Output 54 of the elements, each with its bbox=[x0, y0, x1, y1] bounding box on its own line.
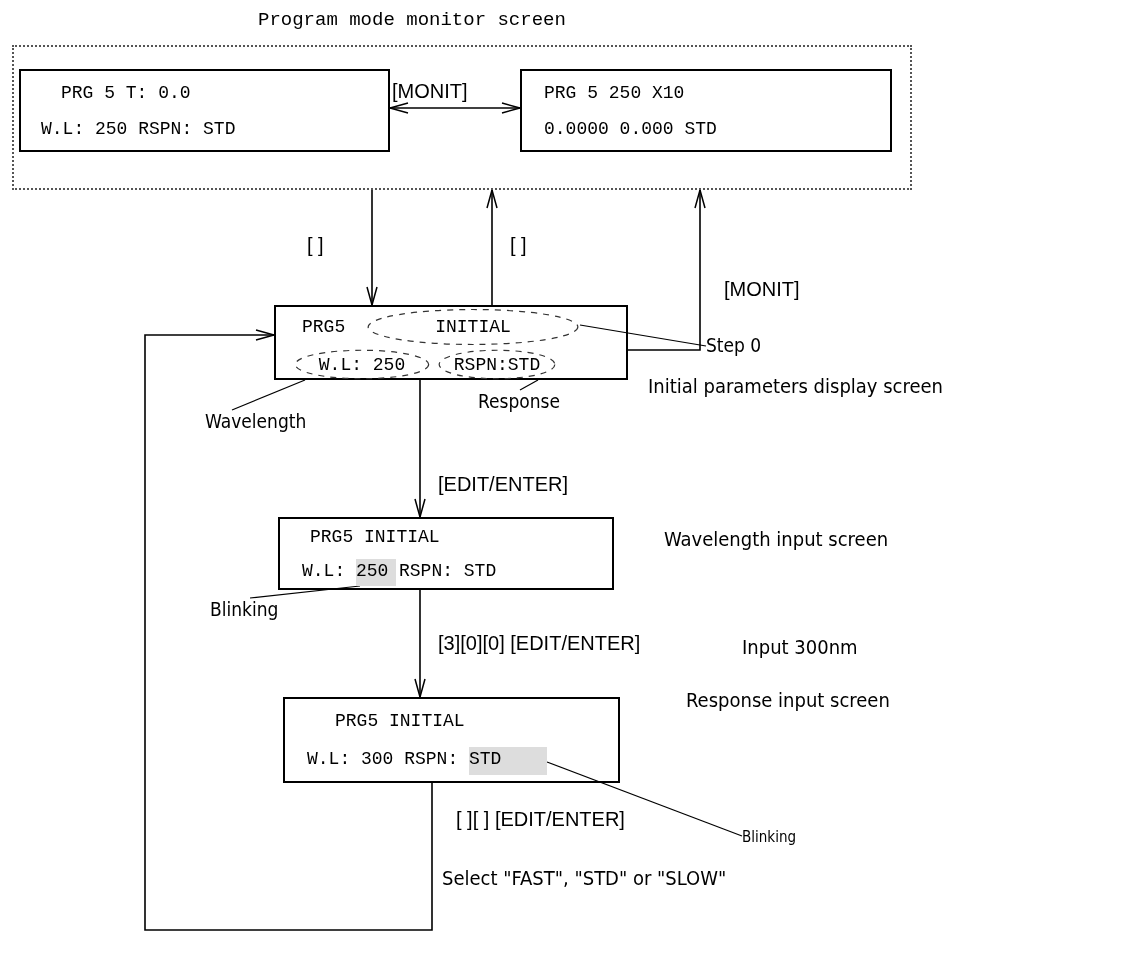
edge-label: [MONIT] bbox=[390, 80, 470, 102]
edge-label: [ ][ ] [EDIT/ENTER] bbox=[454, 808, 627, 830]
screen-text: W.L: 300 RSPN: bbox=[307, 749, 459, 769]
screen-text: STD bbox=[469, 749, 502, 769]
screen-text: RSPN: STD bbox=[399, 561, 497, 581]
callout-text: Wavelength bbox=[205, 410, 307, 432]
screen-text: PRG5 bbox=[302, 317, 346, 337]
screen-text: W.L: bbox=[302, 561, 346, 581]
display-screen bbox=[520, 69, 892, 152]
screen-text: PRG5 INITIAL bbox=[310, 527, 440, 547]
screen-caption: Response input screen bbox=[686, 688, 890, 712]
edge-label: [ ] bbox=[305, 234, 326, 256]
highlight-box bbox=[469, 747, 547, 775]
arrow bbox=[366, 189, 378, 306]
screen-text: PRG5 INITIAL bbox=[335, 711, 465, 731]
note-text: Input 300nm bbox=[742, 635, 858, 659]
screen-text: W.L: 250 bbox=[318, 354, 406, 375]
callout-text: Blinking bbox=[210, 598, 279, 620]
screen-text: 250 bbox=[356, 561, 389, 581]
arrow bbox=[414, 589, 426, 698]
group-title: Program mode monitor screen bbox=[258, 9, 566, 31]
screen-text: RSPN:STD bbox=[453, 354, 541, 375]
leader-line bbox=[231, 379, 306, 411]
arrow bbox=[486, 189, 498, 306]
screen-caption: Initial parameters display screen bbox=[648, 374, 943, 398]
display-screen bbox=[278, 517, 614, 590]
note-text: Select "FAST", "STD" or "SLOW" bbox=[442, 866, 727, 890]
highlight-box bbox=[356, 559, 396, 586]
callout-text: Response bbox=[478, 390, 561, 412]
edge-label: [ ] bbox=[508, 234, 529, 256]
screen-text: PRG 5 T: 0.0 bbox=[61, 83, 191, 103]
screen-text: W.L: 250 RSPN: STD bbox=[41, 119, 236, 139]
display-screen bbox=[274, 305, 628, 380]
screen-text: INITIAL bbox=[435, 317, 511, 337]
callout-text: Step 0 bbox=[706, 334, 762, 356]
callout-text: Blinking bbox=[742, 828, 796, 846]
arrow bbox=[414, 379, 426, 518]
edge-label: [EDIT/ENTER] bbox=[436, 473, 570, 495]
leader-line bbox=[249, 585, 361, 599]
arrow bbox=[389, 102, 521, 114]
screen-text: 0.0000 0.000 STD bbox=[544, 119, 717, 139]
leader-line bbox=[519, 379, 539, 391]
screen-caption: Wavelength input screen bbox=[664, 527, 889, 551]
display-screen bbox=[283, 697, 620, 783]
screen-text: PRG 5 250 X10 bbox=[544, 83, 685, 103]
arrow bbox=[627, 189, 706, 351]
display-screen bbox=[19, 69, 390, 152]
dashed-ellipse bbox=[438, 349, 556, 380]
dashed-ellipse bbox=[294, 349, 430, 380]
arrow bbox=[144, 329, 433, 931]
edge-label: [MONIT] bbox=[722, 278, 802, 300]
leader-line bbox=[546, 761, 743, 837]
dashed-ellipse bbox=[366, 308, 580, 346]
leader-line bbox=[579, 324, 707, 347]
